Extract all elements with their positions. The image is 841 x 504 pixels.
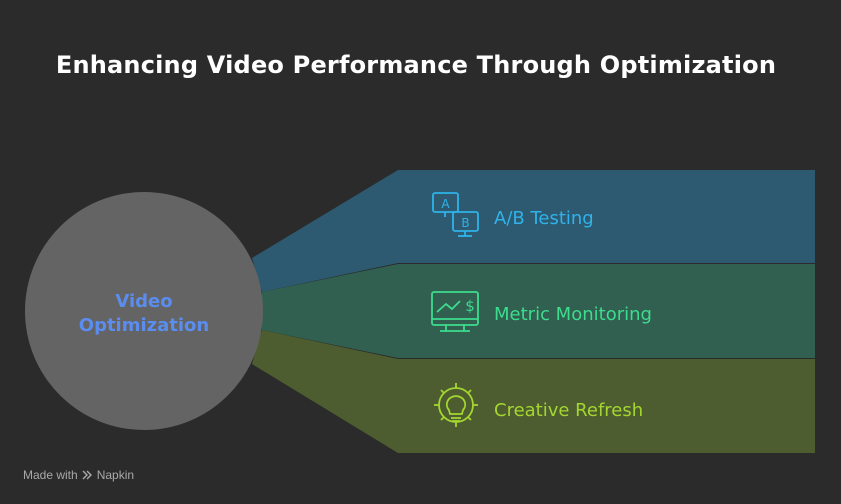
branch-band-creative-refresh <box>252 330 815 453</box>
made-with-napkin-footer[interactable]: Made with Napkin <box>23 468 134 482</box>
svg-text:A: A <box>441 197 450 211</box>
diagram-title: Enhancing Video Performance Through Opti… <box>55 51 777 79</box>
napkin-brand-label: Napkin <box>96 468 135 482</box>
svg-text:$: $ <box>465 297 475 315</box>
svg-text:B: B <box>461 216 469 230</box>
hub-label-line1: Video <box>115 291 172 312</box>
monitor-chart-dollar-icon: $ <box>431 291 479 332</box>
lightbulb-gear-icon <box>434 383 478 427</box>
branch-label-ab-testing: A/B Testing <box>494 208 594 229</box>
branch-band-ab-testing <box>252 170 815 292</box>
branch-band-metric-monitoring <box>262 264 815 358</box>
branch-label-metric-monitoring: Metric Monitoring <box>494 304 652 325</box>
hub-circle <box>25 192 263 430</box>
ab-testing-icon: A B <box>432 192 479 237</box>
made-with-label: Made with <box>23 468 78 482</box>
hub-label-line2: Optimization <box>79 315 209 336</box>
napkin-logo-icon <box>82 470 92 480</box>
branch-label-creative-refresh: Creative Refresh <box>494 400 643 421</box>
